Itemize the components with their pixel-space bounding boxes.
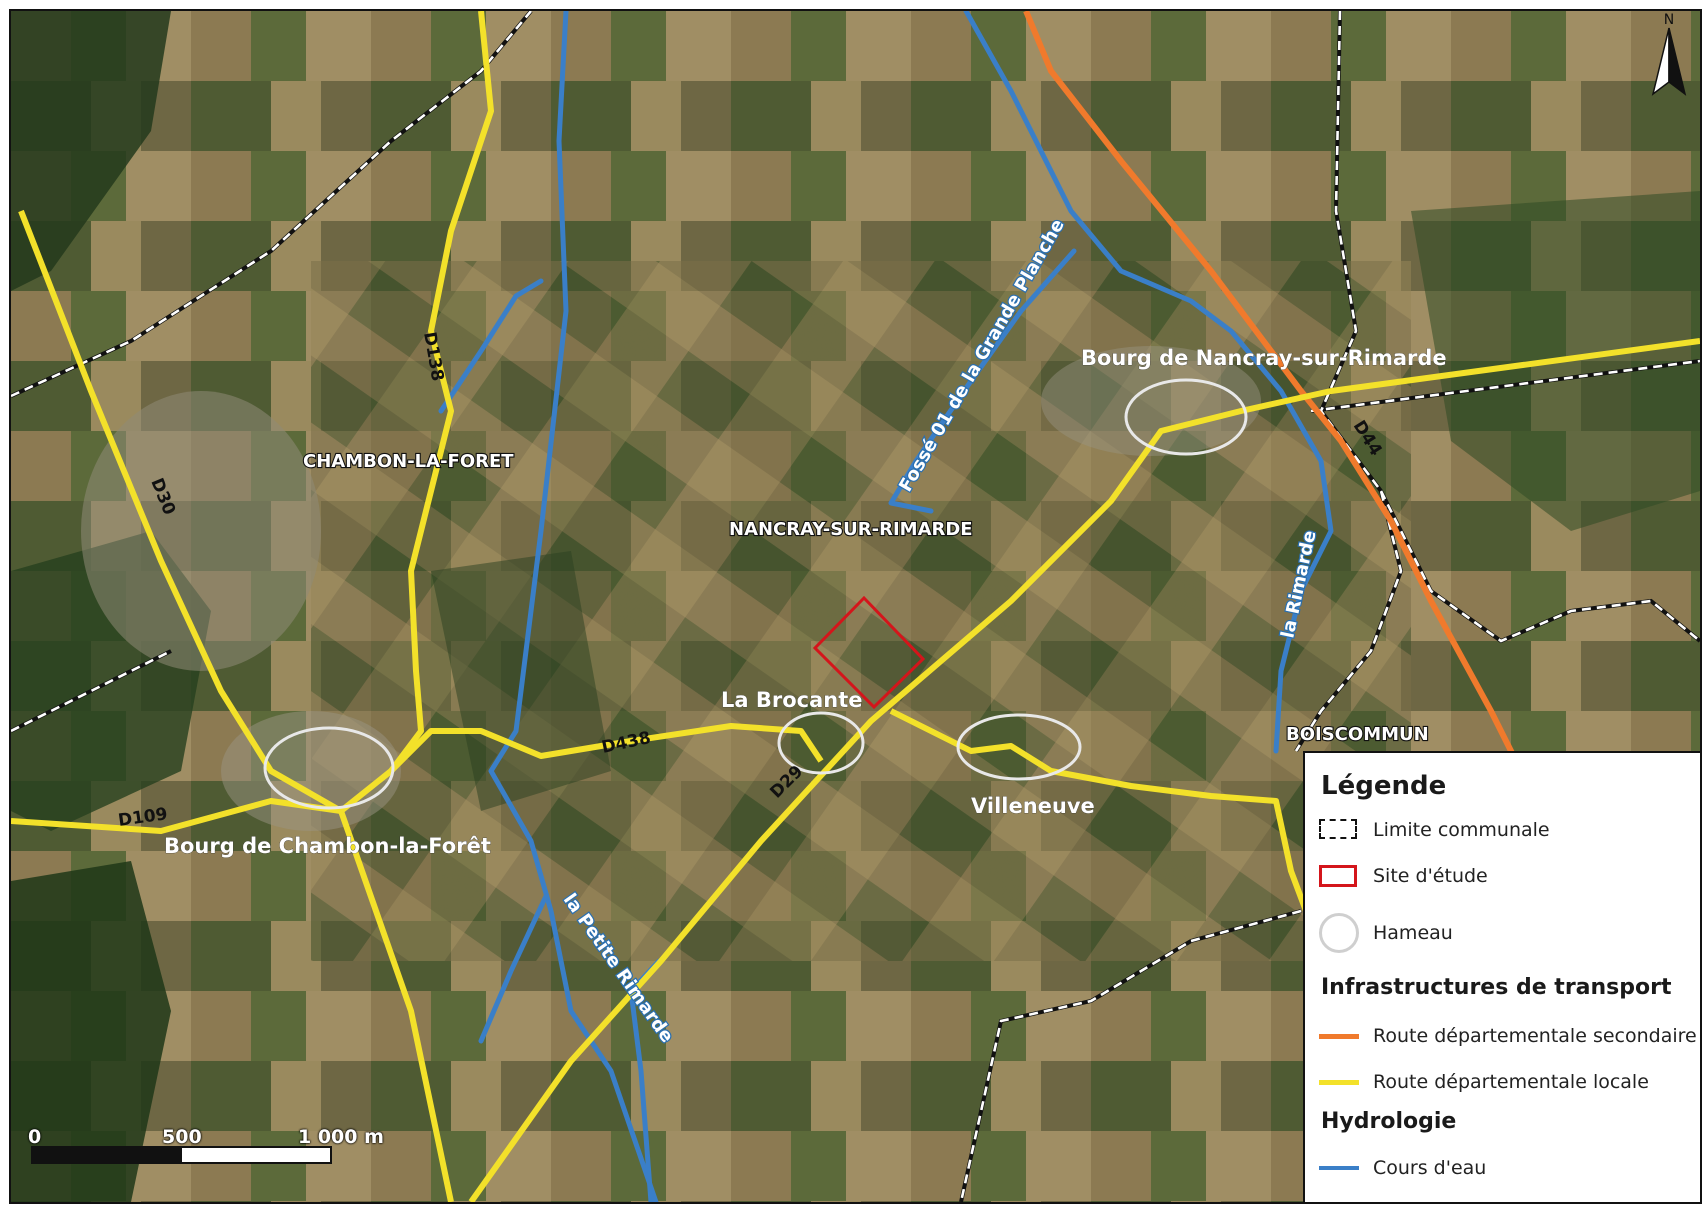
- road-d29: [468, 338, 1700, 1202]
- legend-panel: Légende Limite communale Site d'étude Ha…: [1303, 751, 1700, 1202]
- legend-item-hamlet: Hameau: [1319, 913, 1453, 953]
- legend-item-study-site: Site d'étude: [1319, 863, 1488, 889]
- forest-area: [11, 11, 171, 291]
- local-roads: [11, 11, 1700, 1202]
- watercourses: [438, 11, 1334, 1202]
- watercourse-la-rimarde: [963, 11, 1334, 754]
- dashed-box-icon: [1319, 817, 1361, 843]
- scale-bar-black-segment: [31, 1146, 184, 1164]
- road-d30: [18, 209, 454, 1202]
- north-arrow-label: N: [1664, 12, 1674, 28]
- legend-item-secondary-road: Route départementale secondaire: [1319, 1023, 1697, 1049]
- study-site-polygon: [812, 595, 926, 710]
- village-area: [1041, 346, 1261, 456]
- blue-line-icon: [1319, 1155, 1361, 1181]
- hamlet-label-bourg-nancray: Bourg de Nancray-sur-Rimarde: [1081, 346, 1447, 370]
- hamlet-label-villeneuve: Villeneuve: [971, 794, 1095, 818]
- legend-label: Hameau: [1373, 922, 1453, 944]
- legend-title: Légende: [1321, 771, 1447, 801]
- hamlet-circle-la-brocante: [777, 711, 865, 775]
- watercourse-fosse: [888, 248, 1077, 514]
- scale-bar-white-segment: [180, 1146, 332, 1164]
- watercourse-d138-branch: [438, 278, 544, 414]
- legend-label: Route départementale secondaire: [1373, 1025, 1697, 1047]
- hamlet-circle-bourg-chambon: [263, 726, 395, 810]
- road-d438: [388, 723, 824, 774]
- road-villeneuve: [889, 708, 1309, 913]
- legend-item-local-road: Route départementale locale: [1319, 1069, 1649, 1095]
- legend-label: Route départementale locale: [1373, 1071, 1649, 1093]
- hamlet-label-la-brocante: La Brocante: [721, 688, 863, 712]
- map-frame: CHAMBON-LA-FORET NANCRAY-SUR-RIMARDE BOI…: [9, 9, 1702, 1204]
- legend-item-commune-limit: Limite communale: [1319, 817, 1550, 843]
- scale-label-mid: 500: [162, 1126, 202, 1148]
- secondary-road-d44: [1023, 11, 1534, 793]
- village-area: [81, 391, 321, 671]
- orange-line-icon: [1319, 1023, 1361, 1049]
- hamlet-circle-villeneuve: [956, 713, 1082, 781]
- aerial-map: CHAMBON-LA-FORET NANCRAY-SUR-RIMARDE BOI…: [11, 11, 1700, 1202]
- yellow-line-icon: [1319, 1069, 1361, 1095]
- scale-label-zero: 0: [28, 1126, 42, 1148]
- north-arrow-icon: N: [1651, 12, 1687, 96]
- legend-section-hydro: Hydrologie: [1321, 1109, 1457, 1134]
- hamlet-circle-bourg-nancray: [1124, 378, 1248, 456]
- legend-label: Limite communale: [1373, 819, 1550, 841]
- commune-label-nancray: NANCRAY-SUR-RIMARDE: [729, 519, 973, 540]
- circle-icon: [1319, 913, 1361, 953]
- road-d138: [339, 11, 494, 814]
- legend-label: Site d'étude: [1373, 865, 1488, 887]
- commune-label-chambon: CHAMBON-LA-FORET: [303, 451, 514, 472]
- scale-label-end: 1 000 m: [298, 1126, 384, 1148]
- legend-section-transport: Infrastructures de transport: [1321, 975, 1672, 1000]
- watercourse-left: [488, 11, 659, 1202]
- hamlet-label-bourg-chambon: Bourg de Chambon-la-Forêt: [164, 834, 491, 858]
- commune-label-boiscommun: BOISCOMMUN: [1286, 724, 1429, 745]
- legend-label: Cours d'eau: [1373, 1157, 1487, 1179]
- legend-item-watercourse: Cours d'eau: [1319, 1155, 1486, 1181]
- forest-area: [11, 861, 171, 1202]
- commune-limit-lines: [11, 11, 1700, 1202]
- red-box-icon: [1319, 863, 1361, 889]
- hamlet-circles: [263, 378, 1248, 810]
- watercourse-petite-rimarde-branch: [478, 893, 549, 1044]
